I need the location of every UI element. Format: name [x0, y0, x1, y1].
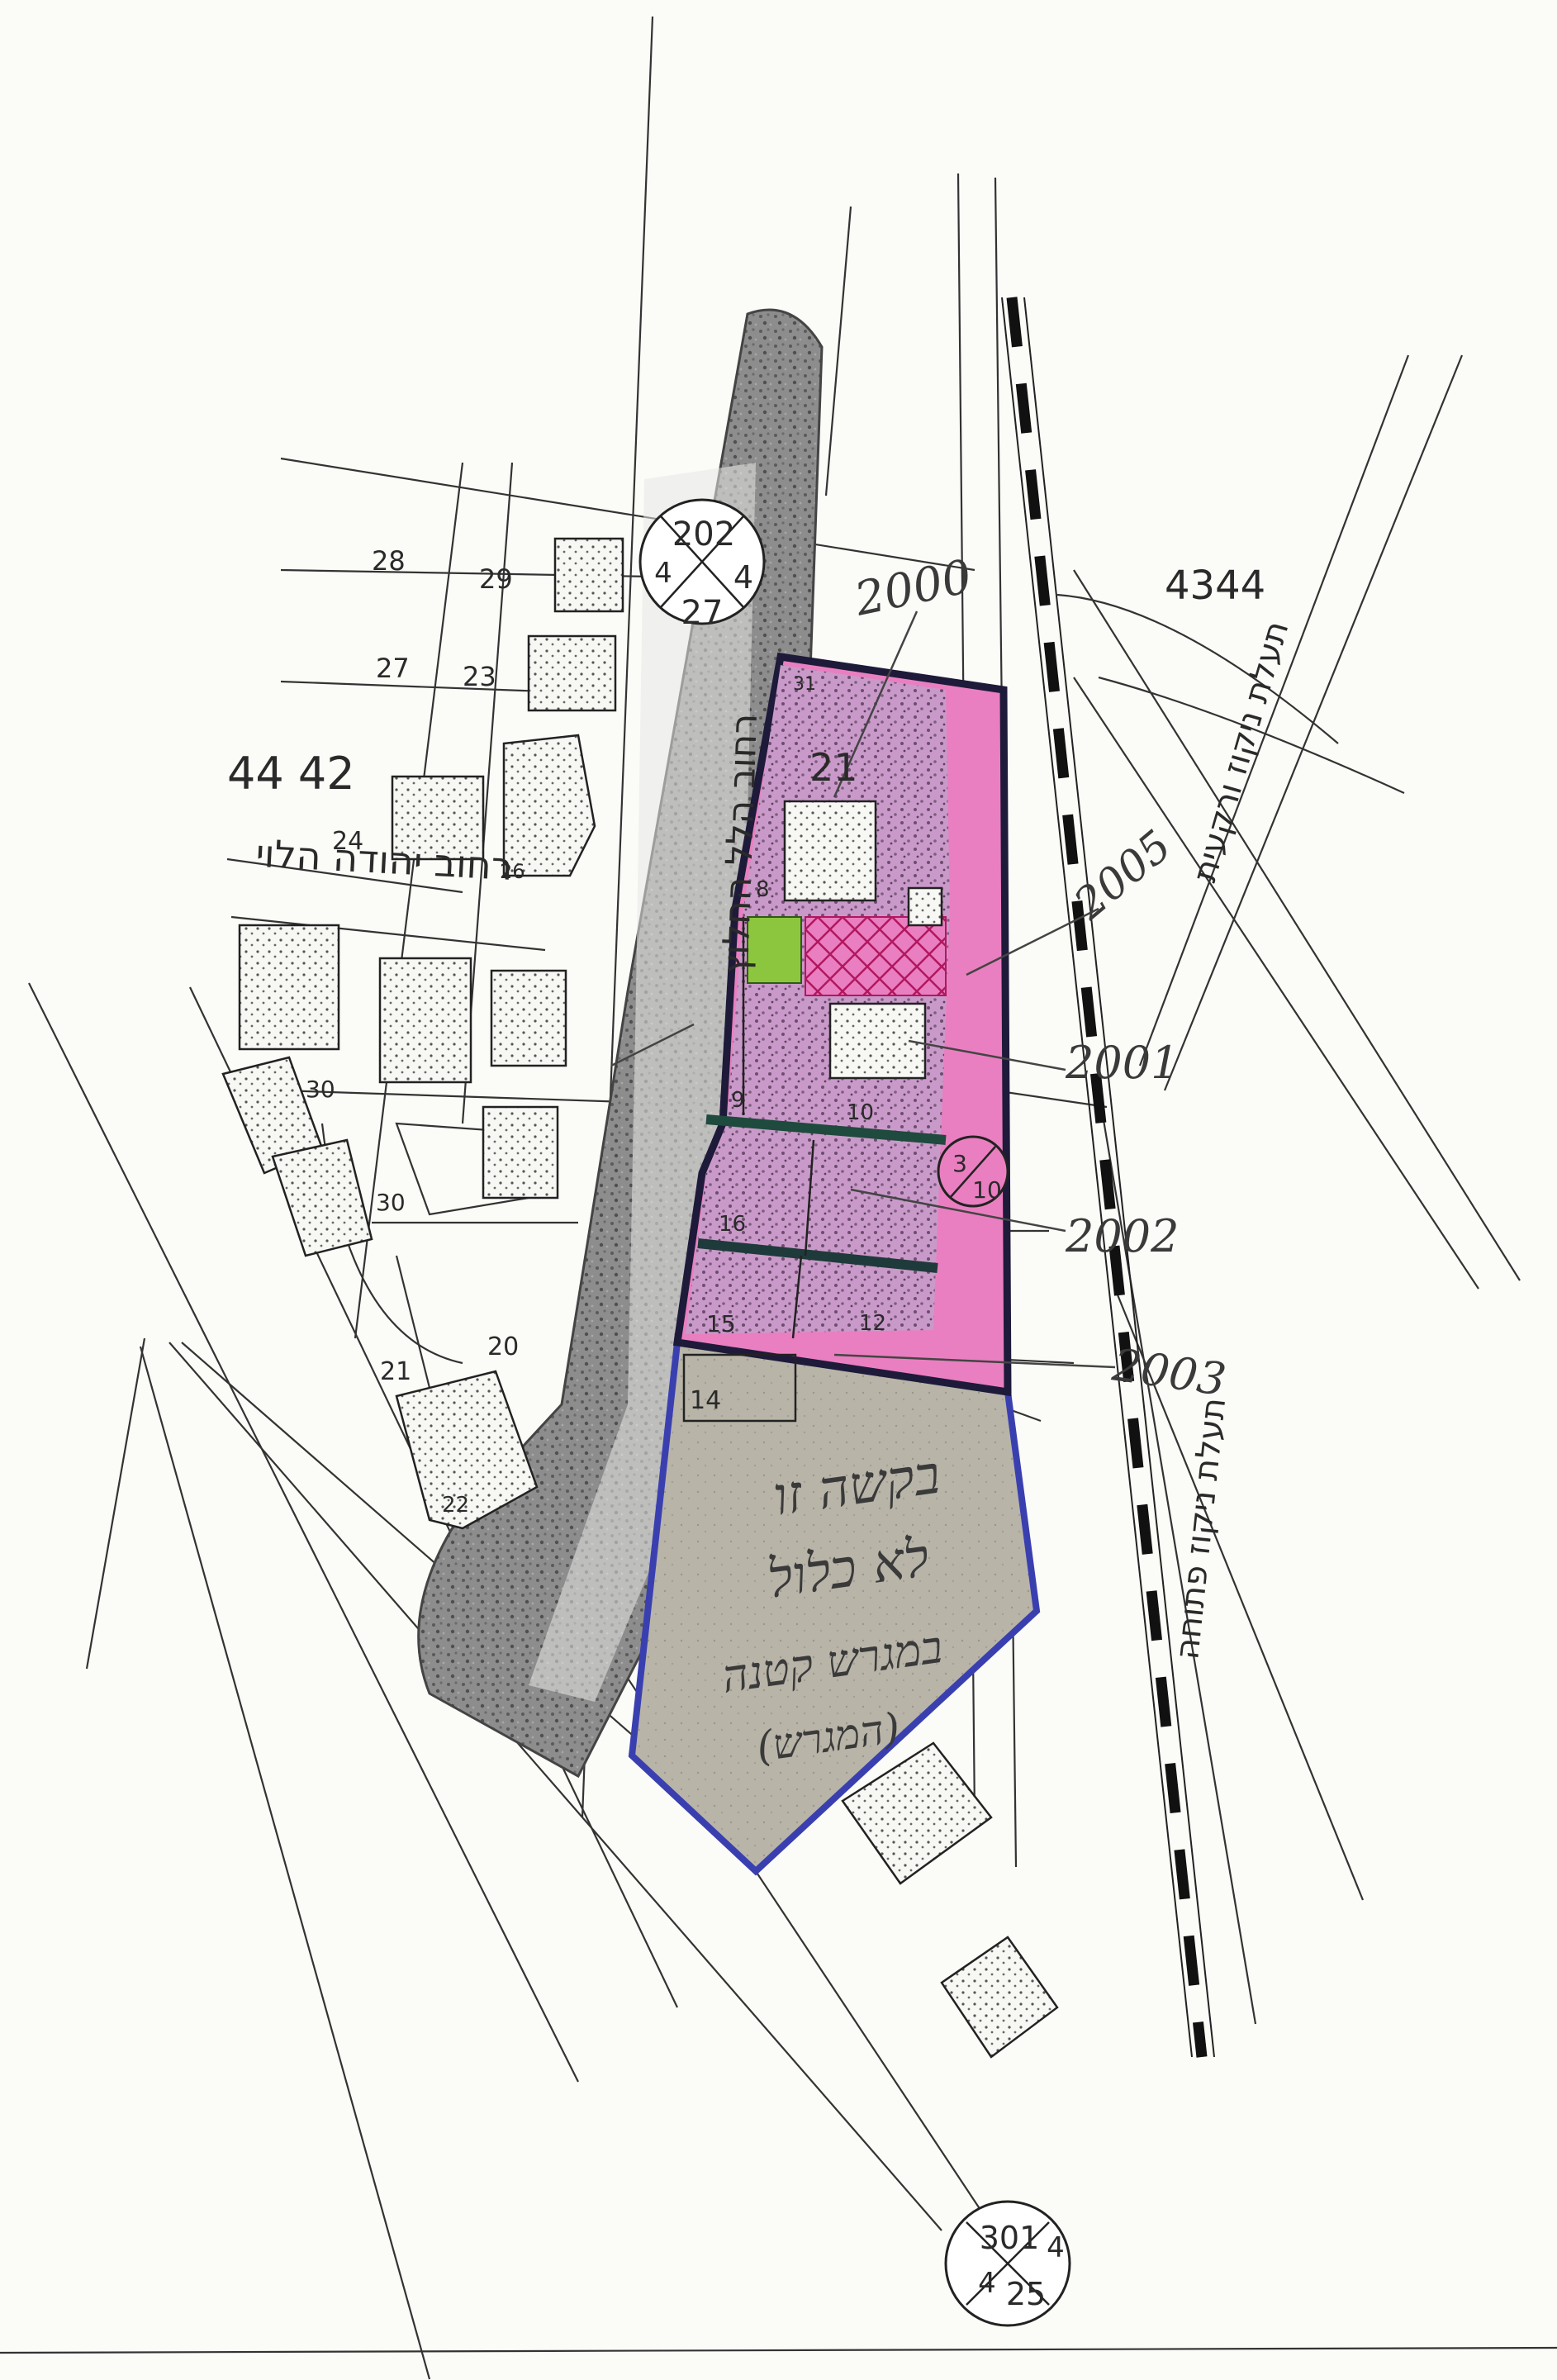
parcel-26: 26: [500, 860, 525, 883]
parcel-22: 22: [442, 1493, 469, 1518]
parcel-9: 9: [731, 1088, 745, 1113]
parcel-20: 20: [487, 1333, 519, 1361]
block-4442: 44 42: [227, 748, 355, 800]
annotation-2001: 2001: [1065, 1037, 1179, 1089]
channel-upper-label: תעלת ניקוז ורקעית: [1185, 617, 1296, 886]
marker-top: 202 4 4 27: [638, 498, 766, 632]
parcel-24: 24: [332, 827, 363, 856]
marker-top-right: 4: [733, 559, 753, 596]
annotation-2000: 2000: [849, 549, 976, 626]
marker-mid-bottom: 10: [972, 1176, 1002, 1204]
annotation-2002: 2002: [1065, 1210, 1179, 1262]
parcel-21: 21: [380, 1357, 411, 1386]
parcel-8: 8: [756, 877, 770, 902]
parcel-15: 15: [706, 1310, 736, 1337]
marker-mid: 3 10: [937, 1135, 1009, 1208]
hatched-area: [805, 916, 947, 996]
parcel-30b: 30: [376, 1189, 406, 1216]
marker-bottom-left: 4: [978, 2267, 996, 2300]
project-site: [628, 652, 1041, 1876]
channel-lower-label: תעלת ניקוז פתוחה: [1168, 1396, 1233, 1661]
annotation-leaders: [610, 610, 1116, 1369]
parcel-numbers: 28 29 27 23 24 26 30 30 21 20 22 31 8 9 …: [306, 545, 886, 1518]
street-vertical: רחוב הלל החלוץ: [714, 713, 766, 976]
lilac-zone: [686, 665, 950, 1334]
green-square: [747, 916, 802, 984]
neighbour-buildings: [221, 537, 1059, 2059]
marker-bottom-right: 4: [1047, 2231, 1065, 2264]
parcel-21-plan: 21: [809, 745, 858, 790]
block-4344: 4344: [1165, 563, 1265, 609]
railway-track: [1001, 297, 1215, 2058]
marker-bottom-top: 301: [980, 2220, 1040, 2256]
parcel-28: 28: [372, 545, 406, 577]
marker-top-left: 4: [654, 557, 672, 590]
parcel-27: 27: [376, 653, 410, 684]
marker-top-top: 202: [672, 515, 735, 553]
marker-top-bottom: 27: [681, 594, 724, 632]
marker-bottom-bottom: 25: [1006, 2276, 1046, 2312]
parcel-10: 10: [847, 1100, 874, 1125]
parcel-23: 23: [463, 661, 496, 692]
parcel-12: 12: [859, 1311, 886, 1336]
parcel-31: 31: [793, 674, 816, 695]
parcel-30a: 30: [306, 1076, 335, 1103]
marker-mid-top: 3: [952, 1150, 967, 1177]
parcel-16: 16: [719, 1212, 746, 1237]
parcel-29: 29: [479, 563, 513, 595]
marker-bottom: 301 4 4 25: [944, 2200, 1071, 2327]
parcel-14: 14: [690, 1386, 721, 1415]
annotation-2003: 2003: [1108, 1338, 1229, 1406]
